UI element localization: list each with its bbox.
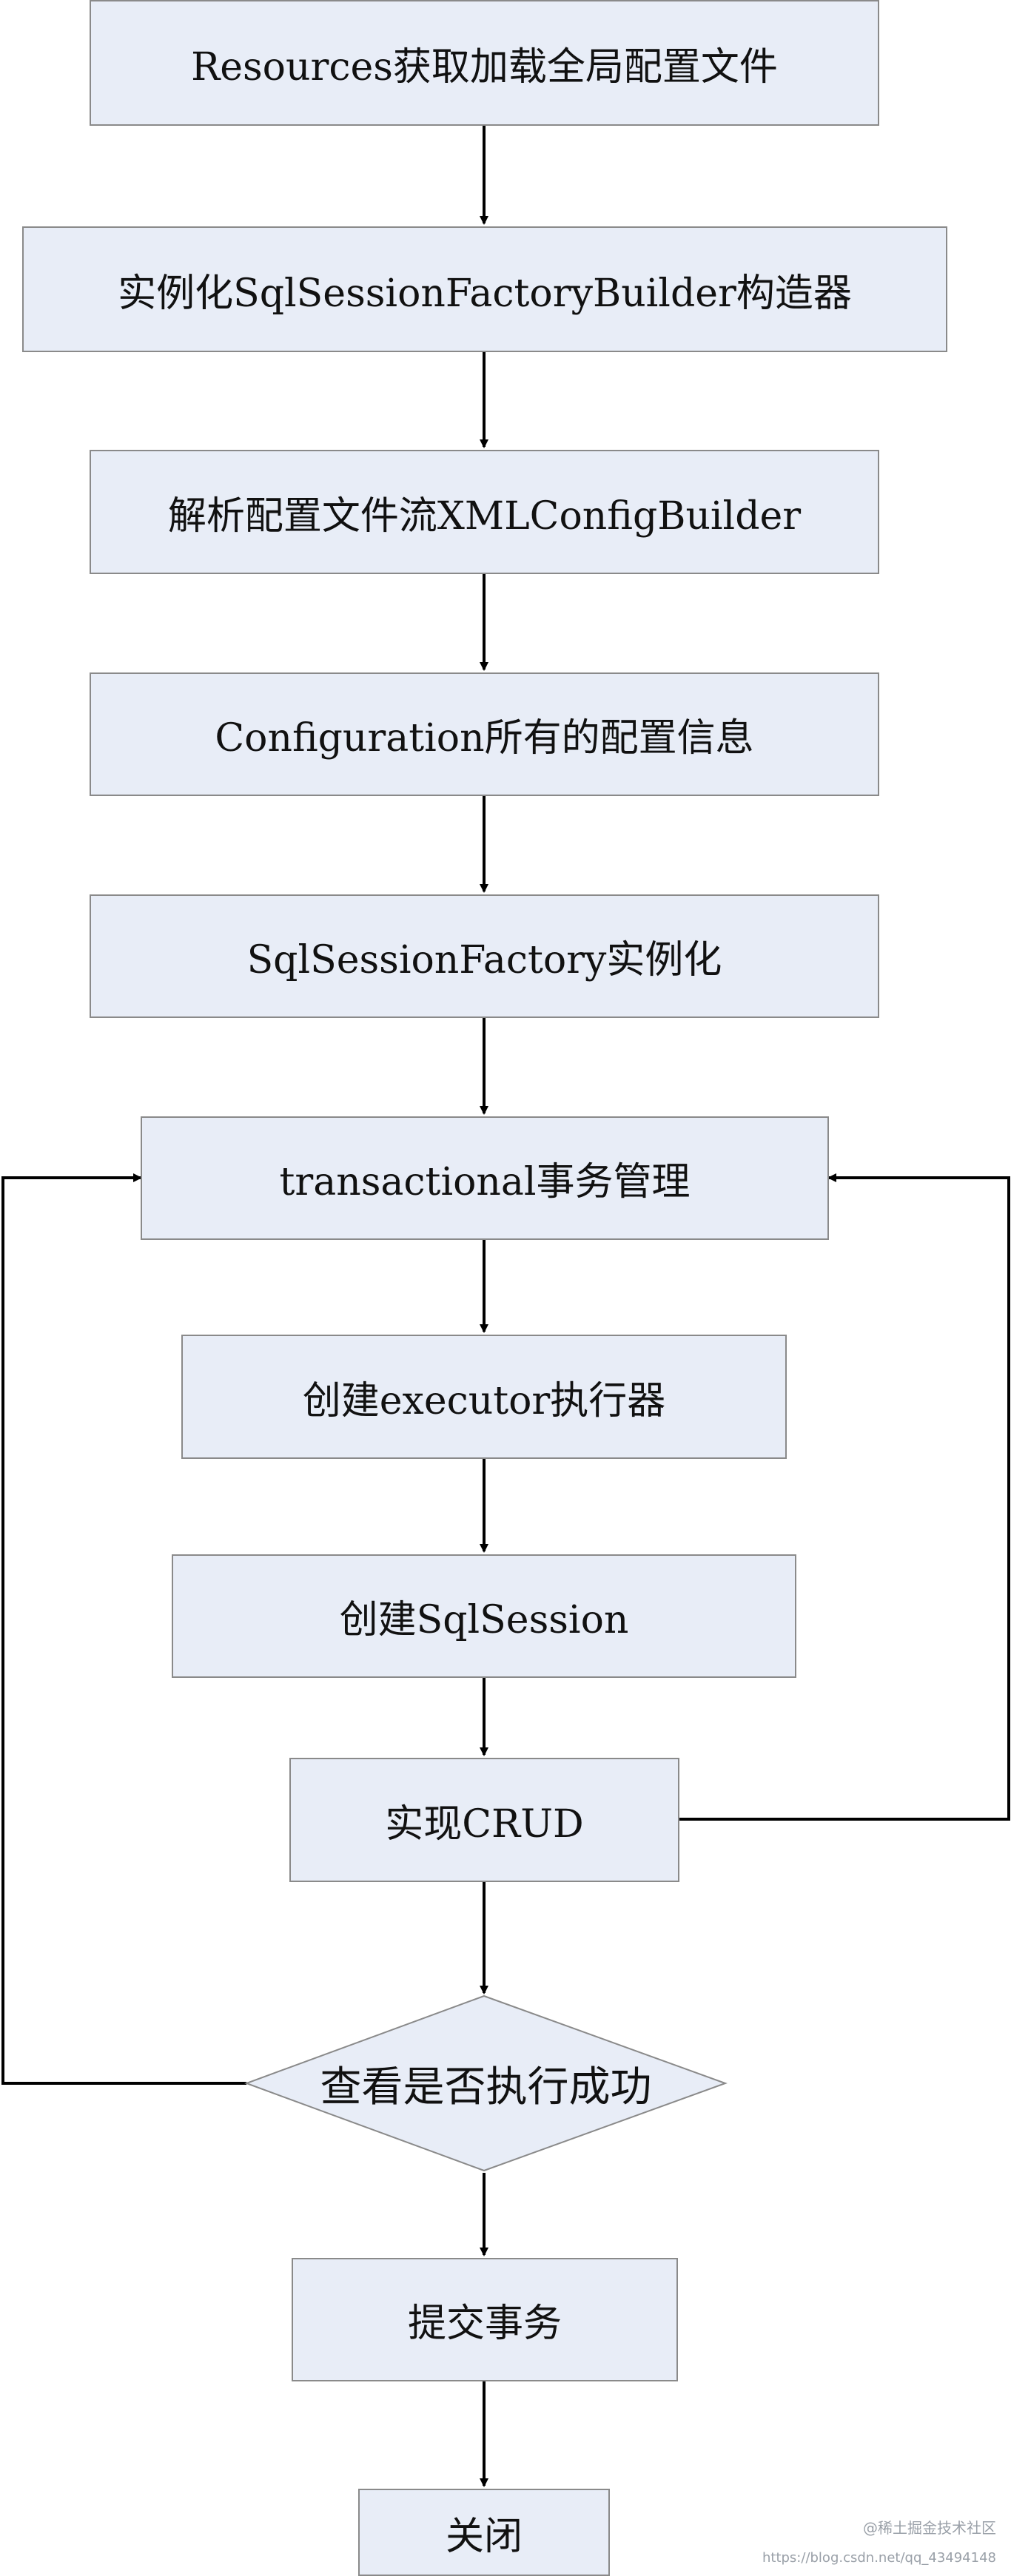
step-label: 提交事务 [407, 2302, 562, 2346]
step-sqlsessionfactory: SqlSessionFactory实例化 [90, 894, 879, 1018]
step-commit-transaction: 提交事务 [292, 2258, 678, 2381]
step-crud: 实现CRUD [289, 1758, 679, 1882]
step-create-sqlsession: 创建SqlSession [172, 1554, 796, 1678]
step-label: 实现CRUD [385, 1801, 584, 1847]
loop-right-crud-to-transaction [679, 1173, 1010, 1821]
watermark-brand: @稀土掘金技术社区 [863, 2519, 996, 2537]
step-parse-xmlconfigbuilder: 解析配置文件流XMLConfigBuilder [90, 450, 879, 574]
step-close: 关闭 [358, 2489, 610, 2576]
step-label: 实例化SqlSessionFactoryBuilder构造器 [118, 271, 852, 316]
step-label: 解析配置文件流XMLConfigBuilder [167, 493, 802, 539]
step-resources-load-config: Resources获取加载全局配置文件 [90, 0, 879, 126]
step-configuration: Configuration所有的配置信息 [90, 672, 879, 796]
step-label: Configuration所有的配置信息 [215, 716, 754, 761]
decision-diamond [244, 1995, 728, 2172]
step-label: SqlSessionFactory实例化 [246, 938, 722, 982]
step-label: 创建executor执行器 [302, 1378, 666, 1423]
step-transactional: transactional事务管理 [141, 1116, 829, 1240]
loop-left-decision-to-transaction [1, 1173, 246, 2085]
step-label: Resources获取加载全局配置文件 [191, 44, 778, 90]
decision-label: 查看是否执行成功 [320, 2063, 652, 2111]
watermark-url: https://blog.csdn.net/qq_43494148 [762, 2550, 996, 2566]
step-label: transactional事务管理 [279, 1160, 691, 1204]
step-instantiate-builder: 实例化SqlSessionFactoryBuilder构造器 [22, 226, 947, 352]
step-label: 关闭 [445, 2514, 523, 2559]
step-create-executor: 创建executor执行器 [181, 1335, 787, 1459]
step-label: 创建SqlSession [339, 1598, 629, 1642]
